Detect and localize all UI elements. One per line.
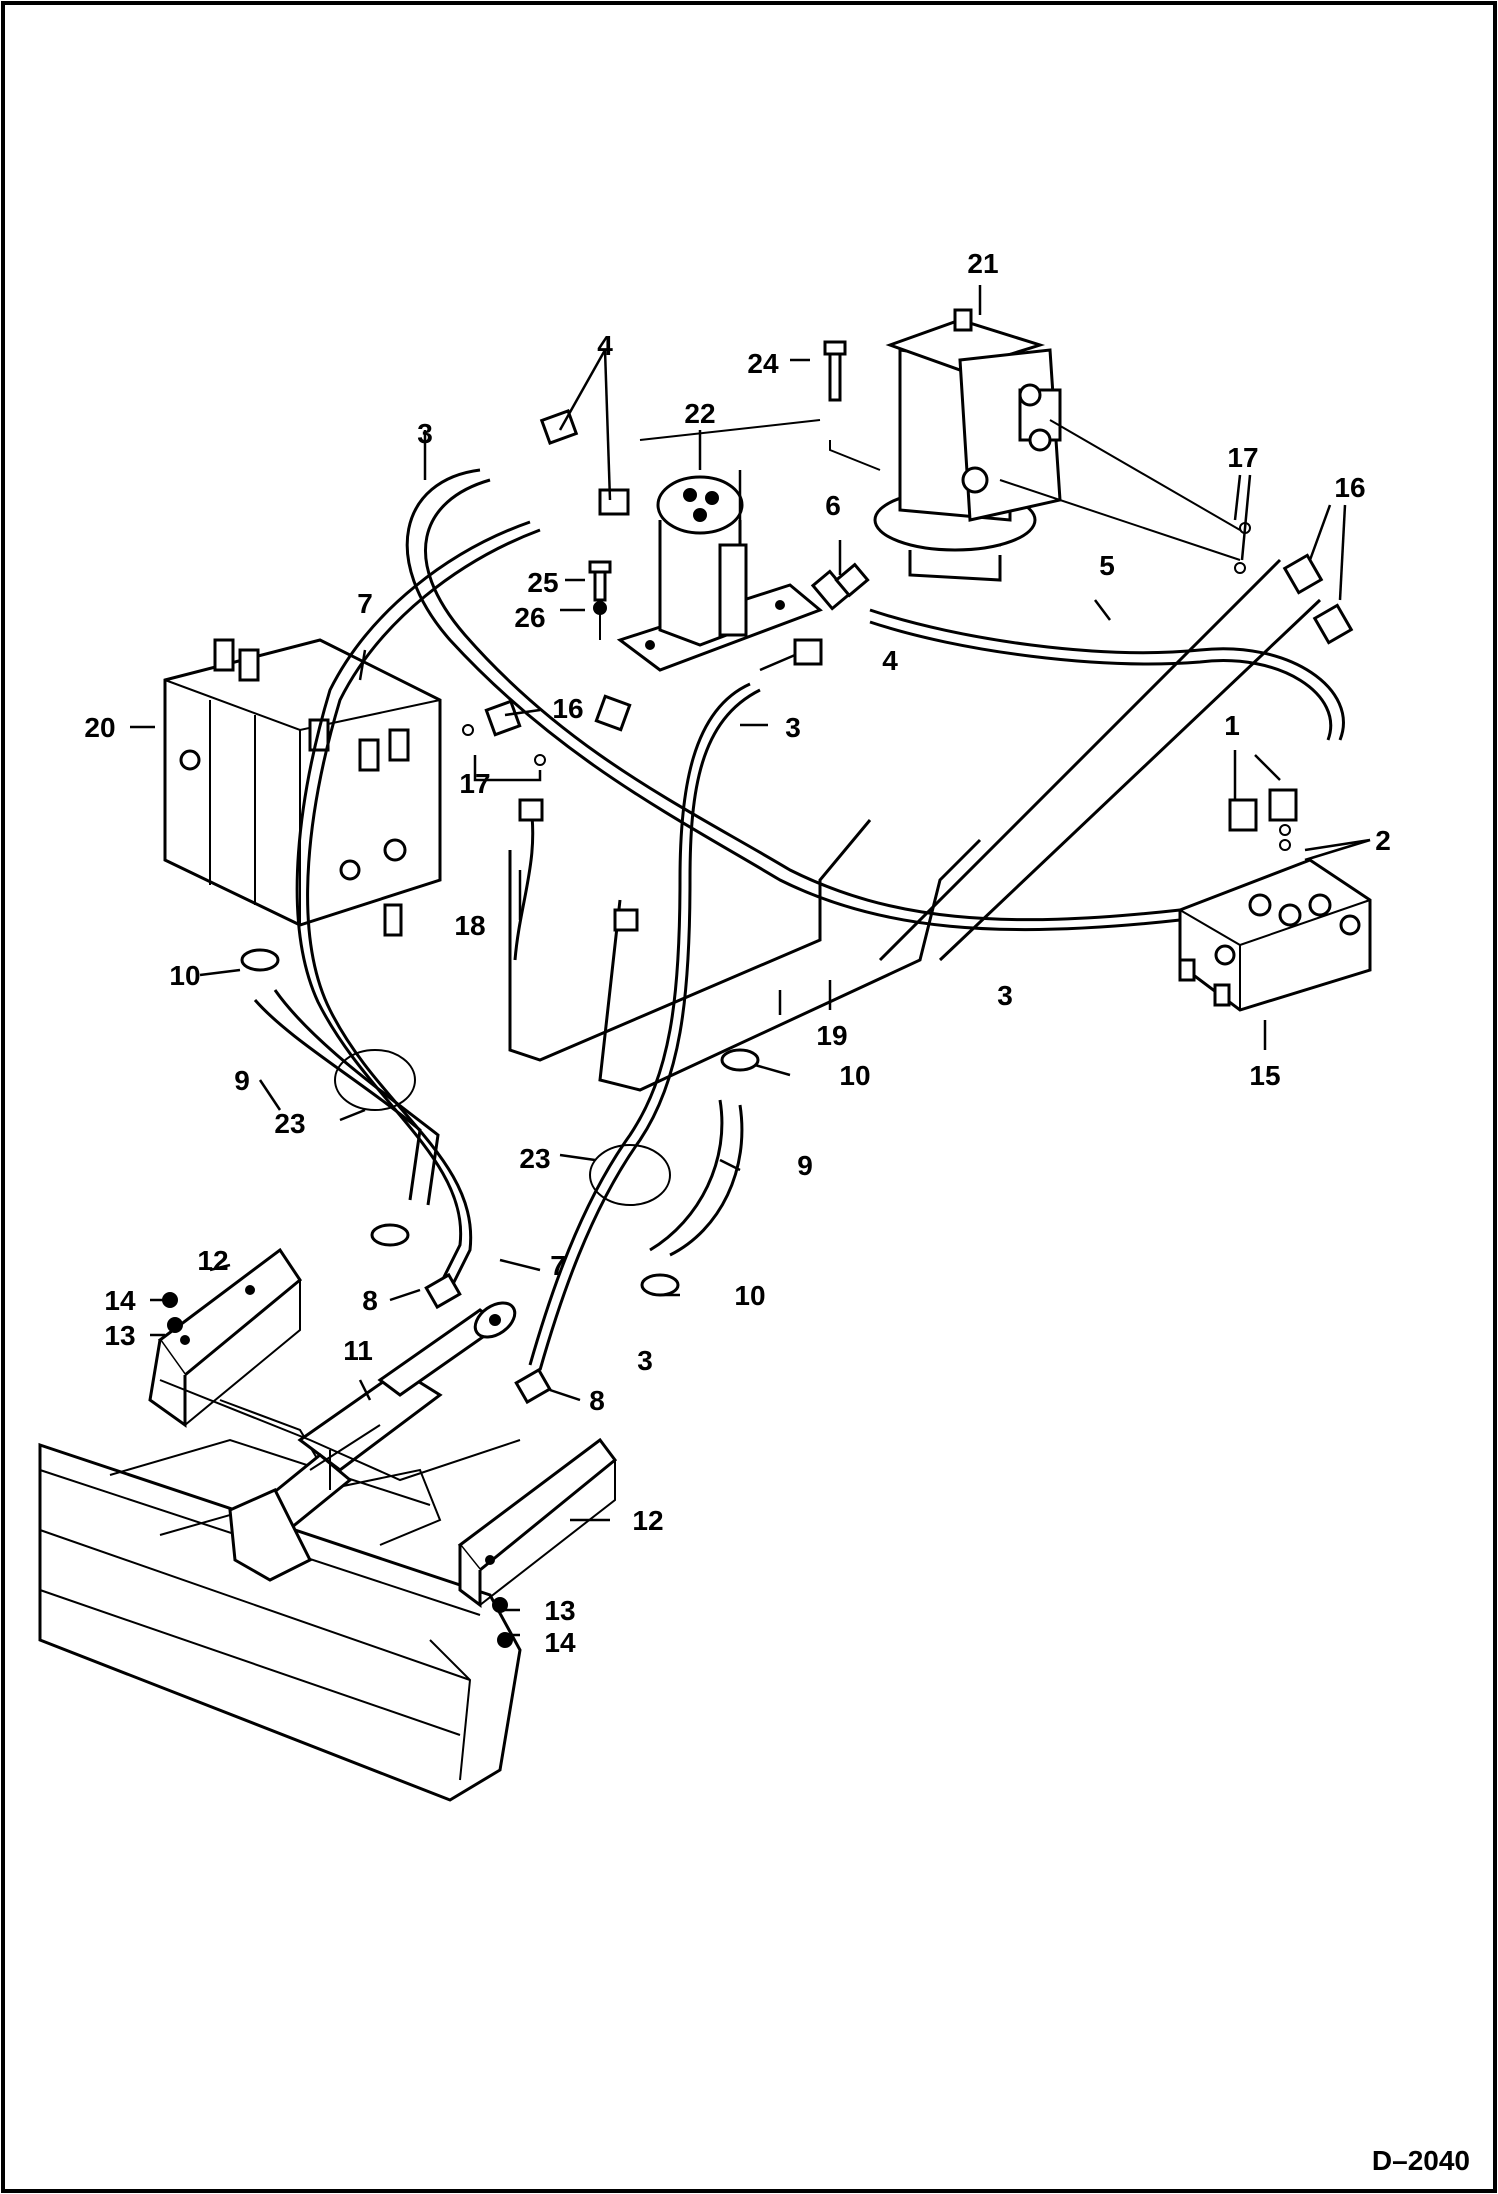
callout-17: 17 — [459, 768, 490, 799]
swivel-joint — [616, 475, 823, 672]
assembly-lines — [159, 419, 1241, 1482]
guard-plate-left — [148, 1247, 302, 1428]
callout-5: 5 — [1099, 550, 1115, 581]
dozer-blade — [38, 1399, 522, 1802]
callout-8: 8 — [362, 1285, 378, 1316]
callout-22: 22 — [684, 398, 715, 429]
callout-26: 26 — [514, 602, 545, 633]
callout-1: 1 — [1224, 710, 1240, 741]
callout-13: 13 — [544, 1595, 575, 1626]
callout-20: 20 — [84, 712, 115, 743]
callout-15: 15 — [1249, 1060, 1280, 1091]
callout-3: 3 — [417, 418, 433, 449]
callout-7: 7 — [357, 588, 373, 619]
callout-16: 16 — [552, 693, 583, 724]
callout-9: 9 — [797, 1150, 813, 1181]
callout-16: 16 — [1334, 472, 1365, 503]
callout-9: 9 — [234, 1065, 250, 1096]
callout-12: 12 — [197, 1245, 228, 1276]
callout-10: 10 — [734, 1280, 765, 1311]
swing-motor — [873, 308, 1062, 582]
blade-cylinder — [228, 1301, 517, 1582]
auxiliary-valve — [1178, 858, 1372, 1012]
guard-plate-right — [457, 1437, 618, 1608]
callout-7: 7 — [550, 1250, 566, 1281]
callout-3: 3 — [785, 712, 801, 743]
callout-14: 14 — [544, 1627, 576, 1658]
callout-19: 19 — [816, 1020, 847, 1051]
callout-23: 23 — [519, 1143, 550, 1174]
callout-13: 13 — [104, 1320, 135, 1351]
callout-3: 3 — [637, 1345, 653, 1376]
callout-4: 4 — [597, 330, 613, 361]
callout-24: 24 — [747, 348, 779, 379]
drawing-code: D–2040 — [1372, 2145, 1470, 2176]
callout-10: 10 — [169, 960, 200, 991]
callout-14: 14 — [104, 1285, 136, 1316]
callout-18: 18 — [454, 910, 485, 941]
callout-10: 10 — [839, 1060, 870, 1091]
callout-25: 25 — [527, 567, 558, 598]
callout-6: 6 — [825, 490, 841, 521]
callout-labels: 1 2 3 3 3 3 4 4 5 6 7 7 8 8 9 9 10 10 10… — [84, 248, 1390, 1658]
callout-11: 11 — [343, 1335, 373, 1366]
callout-4: 4 — [882, 645, 898, 676]
callout-2: 2 — [1375, 825, 1391, 856]
callout-12: 12 — [632, 1505, 663, 1536]
hose-set — [253, 468, 1345, 1371]
callout-23: 23 — [274, 1108, 305, 1139]
callout-21: 21 — [967, 248, 998, 279]
control-valve — [163, 638, 442, 937]
callout-17: 17 — [1227, 442, 1258, 473]
callout-3: 3 — [997, 980, 1013, 1011]
leader-lines — [130, 285, 1371, 1637]
callout-8: 8 — [589, 1385, 605, 1416]
